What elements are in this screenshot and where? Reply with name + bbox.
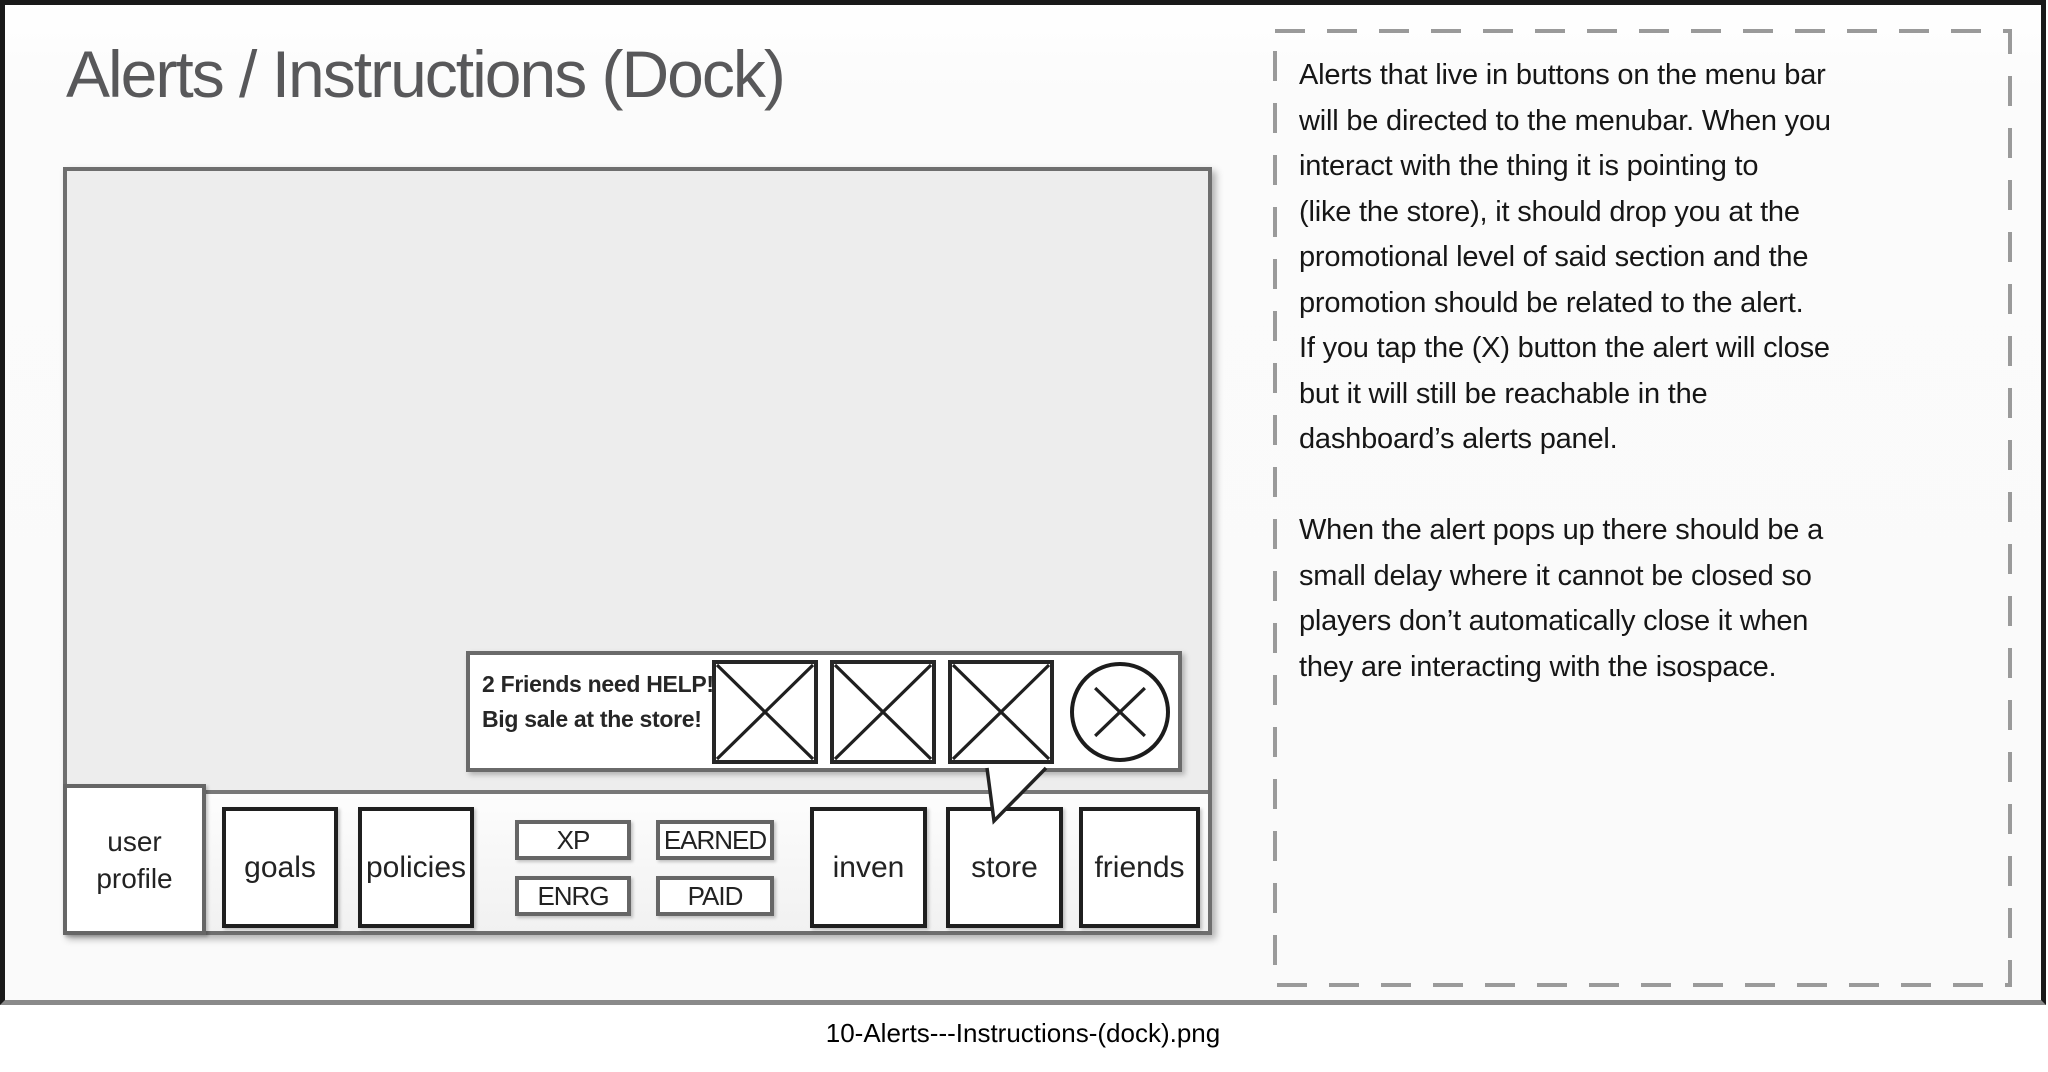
alert-message: 2 Friends need HELP! Big sale at the sto… bbox=[482, 667, 714, 737]
stat-box-earned[interactable]: EARNED bbox=[656, 820, 774, 860]
notes-text: Alerts that live in buttons on the menu … bbox=[1299, 59, 1831, 683]
alert-close-button[interactable] bbox=[1070, 662, 1170, 762]
stat-box-paid[interactable]: PAID bbox=[656, 876, 774, 916]
wireframe-canvas: Alerts / Instructions (Dock) user profil… bbox=[0, 0, 2046, 1005]
notes-panel: Alerts that live in buttons on the menu … bbox=[1273, 29, 2012, 987]
alert-line-1: 2 Friends need HELP! bbox=[482, 671, 714, 697]
image-placeholder-icon[interactable] bbox=[948, 660, 1054, 764]
dock-button-store[interactable]: store bbox=[946, 807, 1063, 928]
dock-button-friends[interactable]: friends bbox=[1079, 807, 1200, 928]
x-box-placeholder-icon bbox=[952, 664, 1050, 760]
x-box-placeholder-icon bbox=[834, 664, 932, 760]
dashed-border bbox=[1273, 29, 2012, 987]
image-placeholder-icon[interactable] bbox=[712, 660, 818, 764]
stat-box-xp[interactable]: XP bbox=[515, 820, 631, 860]
image-placeholder-icon[interactable] bbox=[830, 660, 936, 764]
x-box-placeholder-icon bbox=[716, 664, 814, 760]
popup-pointer-tail bbox=[985, 766, 1048, 825]
dock-button-user-profile[interactable]: user profile bbox=[63, 784, 206, 935]
alert-popup: 2 Friends need HELP! Big sale at the sto… bbox=[466, 651, 1182, 772]
filename-caption: 10-Alerts---Instructions-(dock).png bbox=[825, 1018, 1221, 1048]
alert-line-2: Big sale at the store! bbox=[482, 706, 702, 732]
dock-button-inventory[interactable]: inven bbox=[810, 807, 927, 928]
dock-button-policies[interactable]: policies bbox=[358, 807, 474, 928]
stat-box-enrg[interactable]: ENRG bbox=[515, 876, 631, 916]
circle-x-close-icon bbox=[1074, 666, 1166, 758]
dock-button-goals[interactable]: goals bbox=[222, 807, 338, 928]
page-title: Alerts / Instructions (Dock) bbox=[66, 37, 786, 111]
